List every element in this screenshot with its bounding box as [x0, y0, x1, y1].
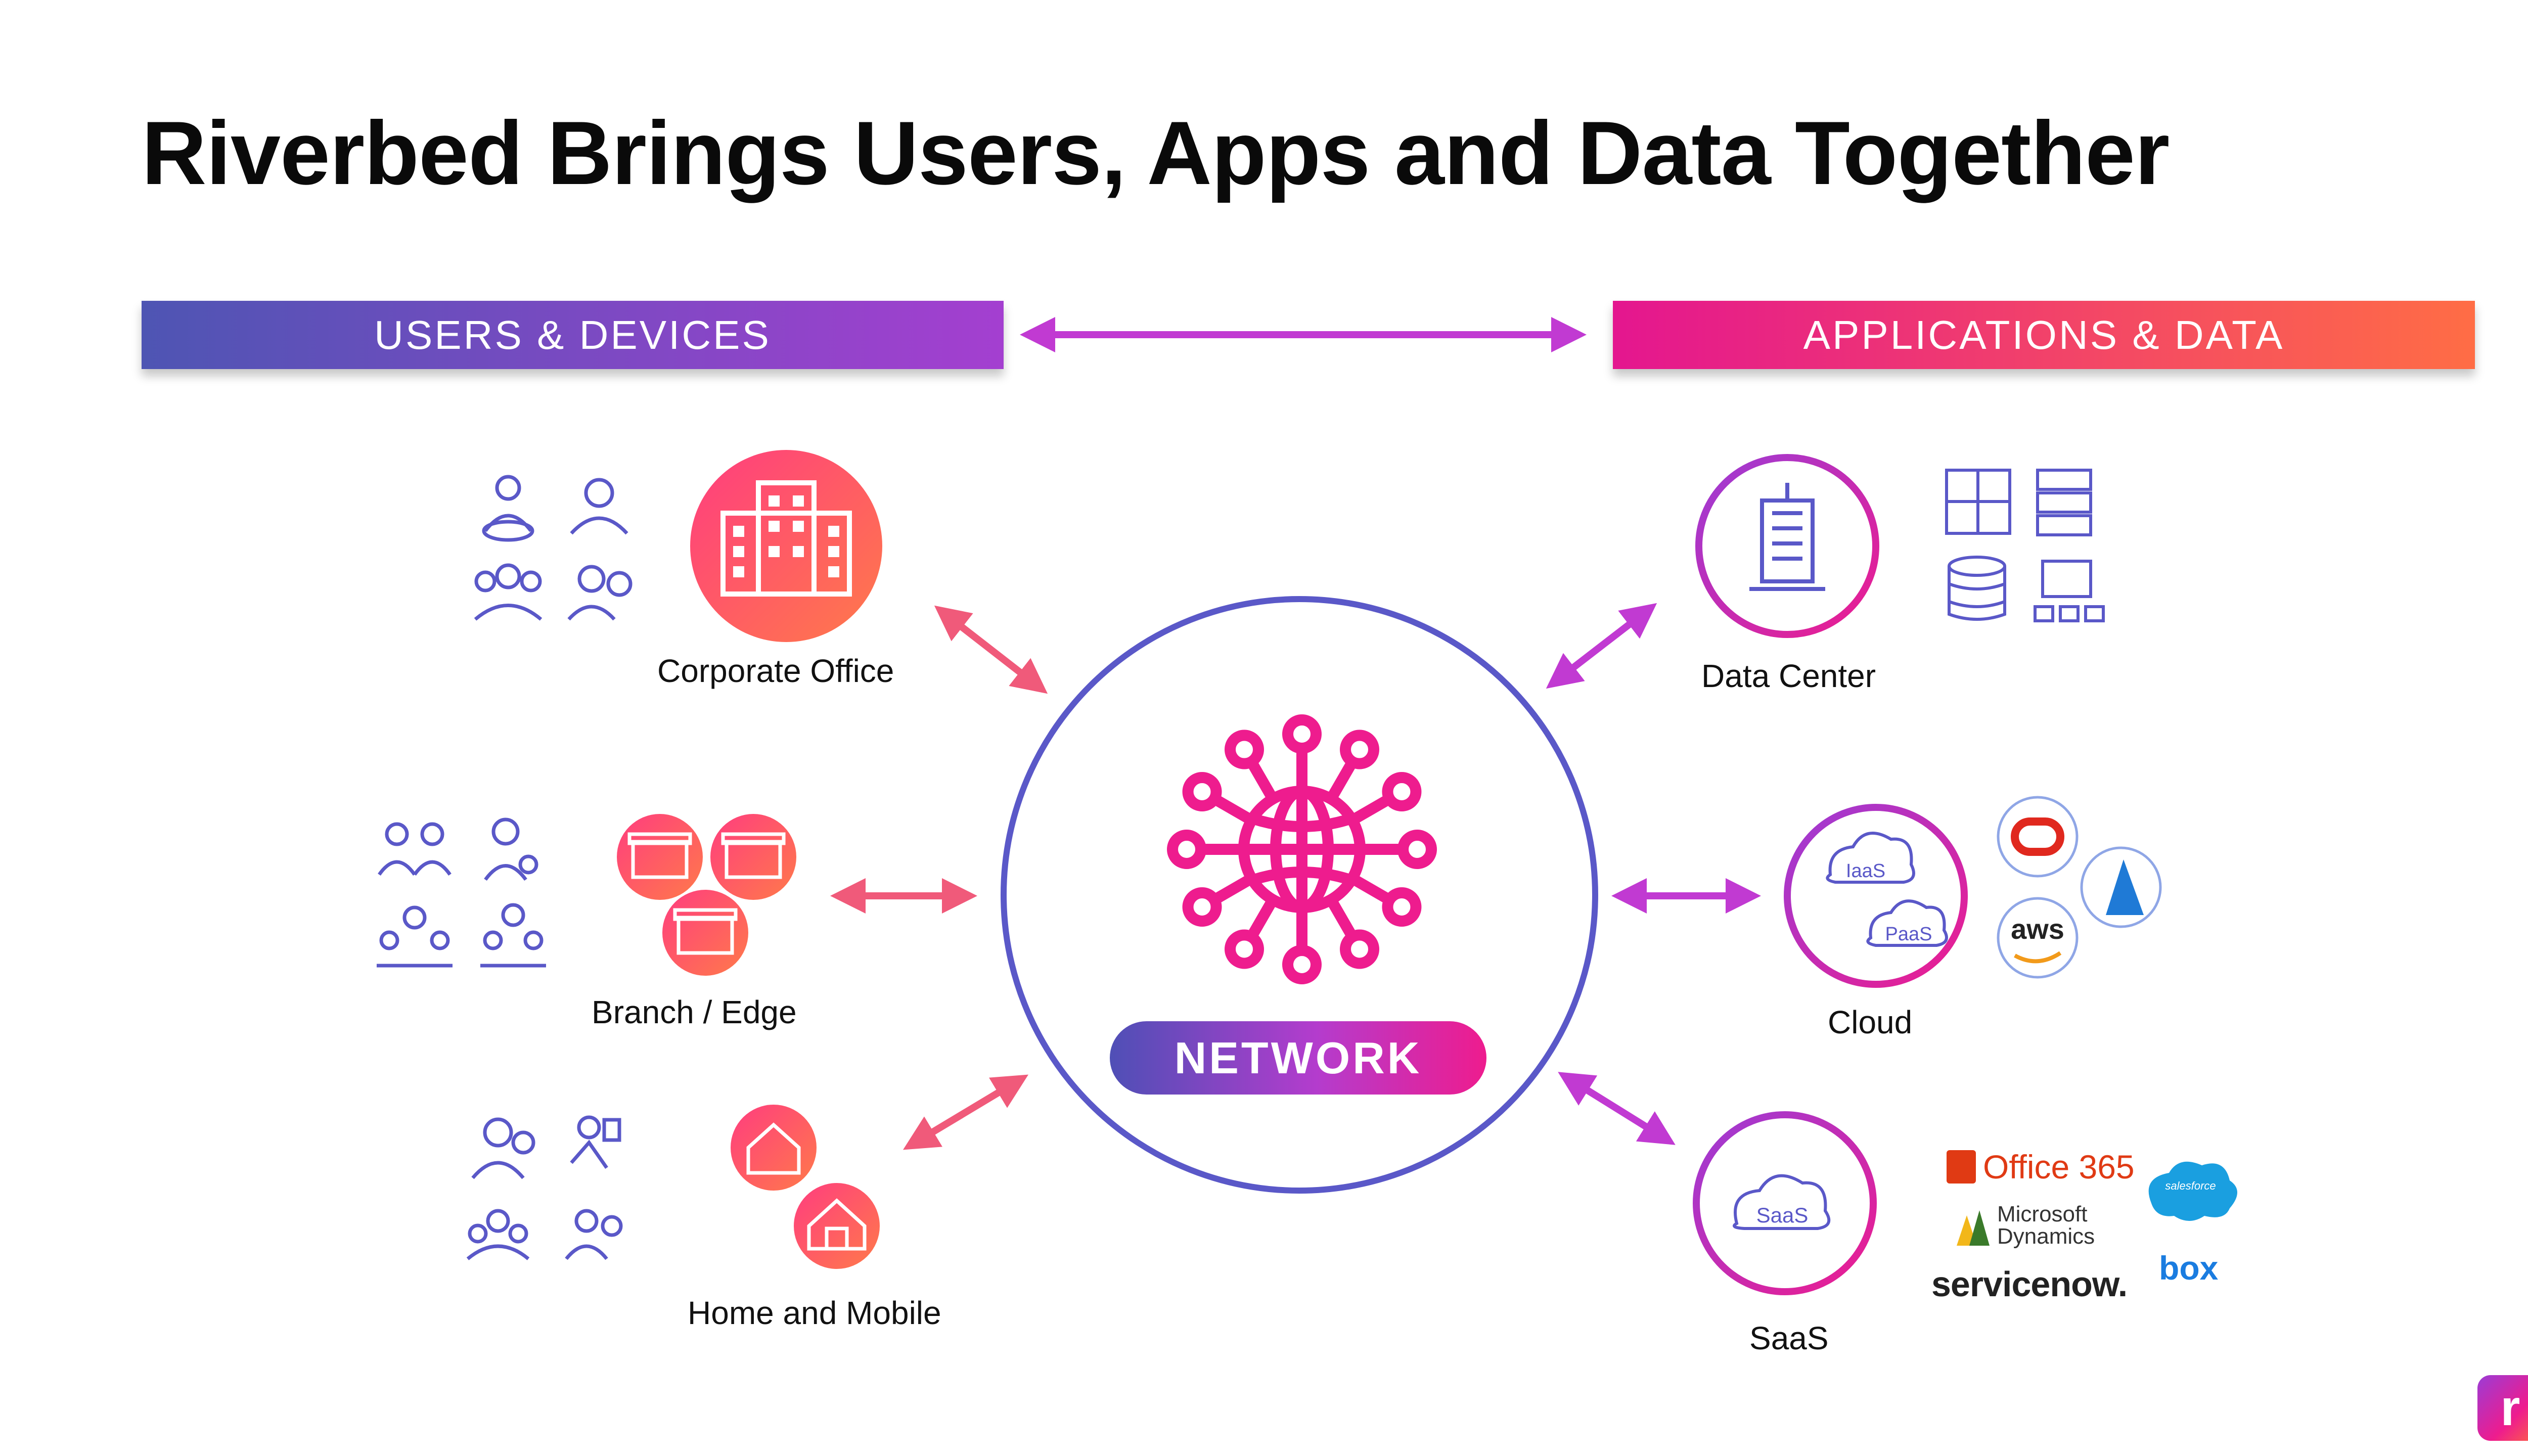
network-node — [1182, 887, 1222, 927]
network-node — [1182, 772, 1222, 811]
iaas-badge-label: IaaS — [1846, 860, 1885, 882]
network-spoke — [1211, 794, 1250, 823]
people-icon-group-home — [466, 1115, 623, 1260]
branch-edge-label: Branch / Edge — [592, 994, 797, 1030]
network-spoke — [1246, 759, 1276, 798]
box-logo: box — [2159, 1249, 2219, 1287]
saas-label: SaaS — [1749, 1320, 1829, 1356]
cloud-icon: IaaS PaaS — [1784, 804, 1968, 988]
salesforce-logo — [2148, 1161, 2237, 1221]
globe-network-icon — [1167, 714, 1437, 984]
corporate-network-arrow — [934, 605, 1048, 694]
home-network-arrow — [902, 1074, 1029, 1150]
office-icon — [1947, 1150, 1976, 1184]
aws-logo: aws — [2011, 913, 2064, 945]
office-building-icon — [690, 450, 882, 642]
cloud-label: Cloud — [1828, 1004, 1913, 1040]
data-center-label: Data Center — [1701, 658, 1876, 694]
house-icon — [731, 1105, 880, 1269]
saas-network-arrow — [1558, 1072, 1676, 1145]
network-node — [1382, 887, 1422, 927]
network-spoke — [1353, 876, 1392, 905]
network-node — [1282, 714, 1322, 754]
network-spoke — [1328, 901, 1358, 940]
applications-data-banner: APPLICATIONS & DATA — [1613, 301, 2475, 369]
network-spoke — [1246, 901, 1276, 940]
salesforce-text: salesforce — [2165, 1179, 2216, 1192]
network-spoke — [1211, 876, 1250, 905]
network-node — [1225, 730, 1264, 769]
home-mobile-label: Home and Mobile — [688, 1295, 941, 1331]
network-node — [1340, 929, 1379, 969]
network-node — [1282, 945, 1322, 984]
riverbed-logo: r — [2477, 1375, 2528, 1441]
network-spoke — [1328, 759, 1358, 798]
office365-logo: Office 365 — [1947, 1148, 2135, 1186]
network-node — [1340, 730, 1379, 769]
datacenter-network-arrow — [1546, 603, 1657, 689]
cloud-provider-icons — [1997, 796, 2162, 979]
skyscraper-icon — [1695, 454, 1879, 638]
microsoft-text: Microsoft — [1997, 1202, 2088, 1226]
users-devices-banner: USERS & DEVICES — [142, 301, 1004, 369]
paas-badge-label: PaaS — [1885, 924, 1932, 945]
network-node — [1382, 772, 1422, 811]
network-node — [1225, 929, 1264, 969]
network-spoke — [1353, 794, 1392, 823]
office365-text: Office 365 — [1983, 1148, 2135, 1186]
saas-cloud-icon: SaaS — [1693, 1111, 1877, 1295]
corporate-office-label: Corporate Office — [657, 653, 894, 689]
servicenow-logo: servicenow. — [1931, 1264, 2128, 1304]
dynamics-text: Dynamics — [1997, 1224, 2095, 1249]
datacenter-app-icons — [1945, 469, 2105, 622]
network-label: NETWORK — [1110, 1021, 1486, 1095]
microsoft-dynamics-logo: Microsoft Dynamics — [1957, 1203, 2095, 1248]
people-icon-group-branch — [377, 817, 546, 968]
page-title: Riverbed Brings Users, Apps and Data Tog… — [142, 103, 2170, 203]
storefront-icon — [617, 814, 796, 976]
network-node — [1167, 830, 1206, 869]
saas-badge-label: SaaS — [1756, 1203, 1809, 1227]
people-icon-group-corporate — [474, 475, 633, 621]
network-node — [1397, 830, 1437, 869]
dynamics-icon — [1957, 1210, 1990, 1246]
